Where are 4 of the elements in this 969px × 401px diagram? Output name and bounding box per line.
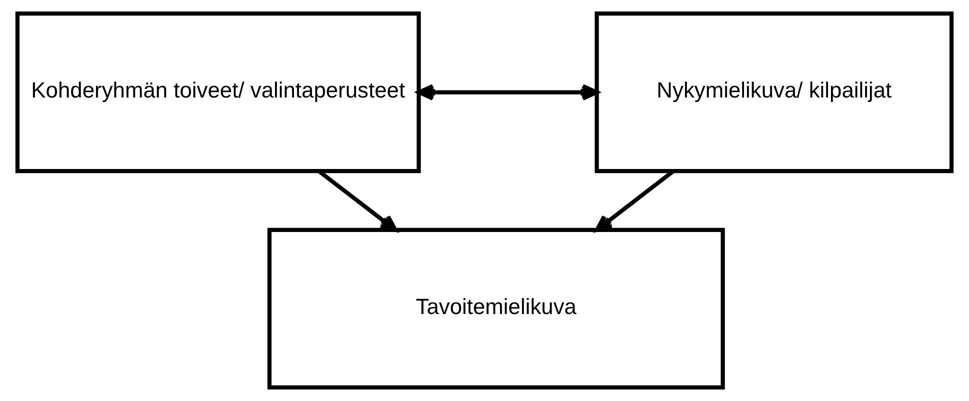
node-box: Nykymielikuva/ kilpailijat: [594, 12, 954, 174]
node-box: Tavoitemielikuva: [267, 228, 725, 390]
arrow: [416, 84, 599, 101]
node-box: Kohderyhmän toiveet/ valintaperusteet: [15, 12, 421, 174]
